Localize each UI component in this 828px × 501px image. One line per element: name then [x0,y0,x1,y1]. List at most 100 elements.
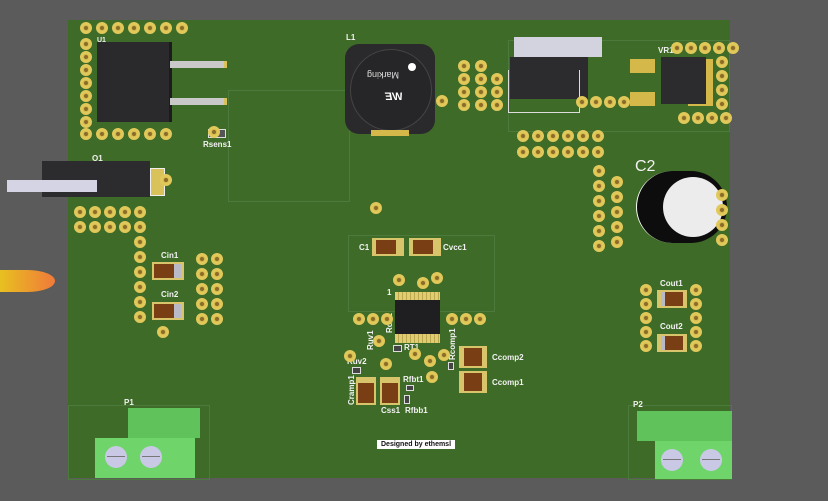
rt1-label: RT1 [404,343,420,352]
via-pad [716,56,728,68]
screw-icon[interactable] [140,446,162,468]
rfbb1-resistor[interactable] [404,395,410,404]
via-pad [74,221,86,233]
screw-icon[interactable] [105,446,127,468]
l1-bottom-pad [371,130,409,136]
via-pad [89,206,101,218]
c2-capacitor[interactable] [636,171,727,243]
copper-zone [68,405,210,480]
via-pad [547,146,559,158]
rt1-resistor[interactable] [393,345,402,352]
via-pad [716,189,728,201]
via-pad [517,146,529,158]
css1-capacitor[interactable] [380,377,400,405]
via-pad [475,60,487,72]
ic-pins-top [395,292,440,301]
via-pad [716,219,728,231]
p2-terminal-block[interactable] [655,441,732,479]
via-pad [716,234,728,246]
ccomp2-capacitor[interactable] [459,346,487,368]
q1-heatsink-tab [7,180,97,192]
cvcc1-capacitor[interactable] [409,238,441,256]
ruv2-label: Ruv2 [347,357,367,366]
via-pad [196,253,208,265]
via-pad [611,176,623,188]
via-pad [590,96,602,108]
via-pad [576,96,588,108]
thermal-marker-icon [0,270,55,292]
via-pad [431,272,443,284]
regulator-body[interactable] [510,57,588,99]
via-pad [640,340,652,352]
via-pad [593,195,605,207]
ccomp1-capacitor[interactable] [459,371,487,393]
via-pad [196,313,208,325]
l1-inductor[interactable]: Marking WE [345,44,435,136]
via-pad [690,284,702,296]
designer-signature: Designed by ethemsl [377,440,456,449]
p1-terminal-block[interactable] [95,438,195,478]
c1-capacitor[interactable] [372,238,404,256]
via-pad [532,130,544,142]
cout1-capacitor[interactable] [657,290,687,308]
via-pad [577,146,589,158]
via-pad [716,70,728,82]
via-pad [80,103,92,115]
via-pad [640,284,652,296]
via-pad [690,326,702,338]
rcomp1-resistor[interactable] [448,362,454,370]
via-pad [80,77,92,89]
controller-ic[interactable] [395,300,440,334]
via-pad [491,99,503,111]
via-pad [104,221,116,233]
vr1-regulator[interactable] [661,57,706,104]
via-pad [393,274,405,286]
via-pad [196,298,208,310]
via-pad [699,42,711,54]
via-pad [562,146,574,158]
via-pad [80,22,92,34]
via-pad [134,311,146,323]
screw-icon[interactable] [661,449,683,471]
via-pad [211,283,223,295]
rfbt1-resistor[interactable] [406,385,414,391]
via-pad [577,130,589,142]
via-pad [144,128,156,140]
via-pad [119,221,131,233]
screw-icon[interactable] [700,449,722,471]
via-pad [562,130,574,142]
via-pad [716,98,728,110]
cin1-capacitor[interactable] [152,262,184,280]
l1-core [350,49,432,131]
via-pad [640,312,652,324]
cin2-capacitor[interactable] [152,302,184,320]
via-pad [128,128,140,140]
via-pad [96,128,108,140]
c2-top [663,177,723,237]
regulator-tab [514,37,602,57]
via-pad [80,64,92,76]
via-pad [640,326,652,338]
via-pad [89,221,101,233]
via-pad [211,298,223,310]
via-pad [458,60,470,72]
via-pad [353,313,365,325]
cout2-capacitor[interactable] [657,334,687,352]
ccomp2-label: Ccomp2 [492,353,524,362]
via-pad [160,128,172,140]
via-pad [424,355,436,367]
via-pad [716,204,728,216]
ruv2-resistor[interactable] [352,367,361,374]
copper-zone [228,90,350,202]
p2-terminal-top [637,411,732,441]
u1-package[interactable] [97,42,169,122]
via-pad [458,99,470,111]
cout1-label: Cout1 [660,279,683,288]
cramp1-capacitor[interactable] [356,377,376,405]
via-pad [611,236,623,248]
via-pad [475,86,487,98]
via-pad [80,128,92,140]
u1-label: U1 [97,37,106,44]
via-pad [119,206,131,218]
via-pad [640,298,652,310]
